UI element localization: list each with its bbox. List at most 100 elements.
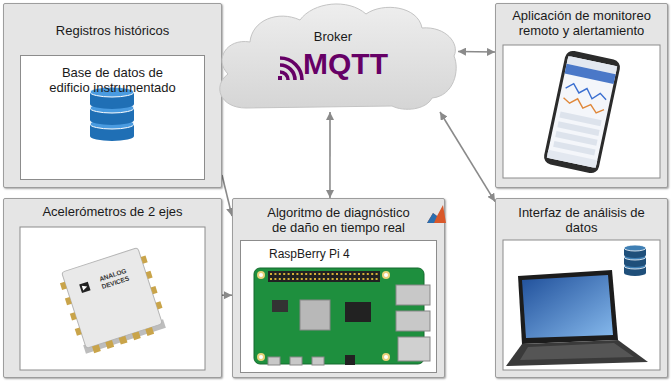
laptop	[522, 275, 613, 338]
image-frame	[503, 45, 660, 178]
box-label: Base de datos de edificio instrumentado	[43, 65, 183, 95]
database-icon	[90, 124, 134, 141]
broker-cloud: BrokerMQTT	[208, 0, 458, 112]
raspberry-pi-board	[257, 353, 265, 361]
sensor-panel: Acelerómetros de 2 ejes	[3, 198, 222, 378]
database-icon	[90, 92, 134, 109]
laptop	[506, 340, 648, 366]
raspberry-pi-board	[259, 355, 263, 359]
smartphone	[547, 56, 618, 168]
raspberry-pi-board	[396, 311, 430, 331]
accelerometer-chip	[132, 331, 141, 340]
database-icon	[624, 266, 646, 276]
accelerometer-chip	[75, 327, 82, 335]
matlab-logo	[427, 213, 437, 223]
smartphone	[567, 56, 618, 74]
smartphone	[565, 64, 616, 84]
connector-arrow	[222, 175, 232, 216]
connector-arrow	[440, 112, 495, 202]
raspberry-pi-board	[290, 357, 302, 365]
image-frame	[503, 240, 660, 370]
accelerometer-chip	[83, 319, 166, 354]
accelerometer-chip	[141, 256, 148, 264]
box-label: RaspBerry Pi 4	[269, 247, 436, 262]
chip-marking: ANALOG DEVICES	[90, 264, 138, 292]
raspberry-pi-board	[272, 300, 288, 312]
laptop	[518, 270, 618, 344]
accelerometer-chip	[119, 336, 128, 345]
accelerometer-chip	[62, 248, 163, 349]
database-icon	[624, 245, 646, 276]
accelerometer-chip	[146, 271, 153, 279]
accelerometer-chip	[60, 282, 67, 290]
raspberry-pi-board	[384, 355, 388, 359]
mqtt-logo-icon	[278, 76, 282, 80]
accelerometer-chip	[82, 284, 88, 290]
database-icon	[90, 87, 134, 97]
accelerometer-chip	[57, 246, 169, 357]
raspberry-pi-board	[345, 302, 371, 322]
panel-heading: Registros históricos	[10, 23, 215, 38]
database-icon	[90, 87, 134, 141]
laptop	[506, 270, 648, 366]
laptop	[520, 343, 634, 360]
raspberry-pi-board	[254, 268, 424, 364]
raspberry-pi-board	[268, 357, 280, 365]
raspberry-pi-board	[396, 285, 430, 305]
database-icon	[90, 103, 134, 113]
accelerometer-chip	[79, 282, 90, 293]
connector-arrow	[458, 51, 495, 53]
raspberry-pi-board	[345, 355, 355, 365]
analysis-panel: Interfaz de análisis de datos	[495, 198, 668, 378]
image-frame	[20, 227, 205, 370]
raspberry-pi-board	[382, 353, 390, 361]
raspberry-pi-board	[384, 273, 388, 277]
mqtt-logo-icon	[280, 58, 302, 80]
matlab-logo	[427, 205, 446, 223]
smartphone	[555, 131, 597, 146]
database-icon	[90, 108, 134, 125]
connector-arrow	[222, 294, 232, 296]
accelerometer-chip	[156, 301, 163, 309]
smartphone	[553, 141, 595, 156]
raspberry-pi-board	[312, 357, 324, 365]
algorithm-panel: Algoritmo de diagnóstico de daño en tiem…	[232, 198, 445, 378]
database-icon	[90, 119, 134, 129]
database-icon	[624, 257, 646, 267]
accelerometer-chip	[70, 312, 77, 320]
connector-arrow	[329, 112, 331, 198]
database-icon	[624, 254, 646, 260]
raspberry-pi-board	[254, 268, 430, 365]
source-panel: Registros históricosBase de datos de edi…	[3, 3, 222, 188]
raspberry-pi-board	[259, 273, 263, 277]
raspberry-pi-board	[270, 278, 378, 280]
accelerometer-chip	[65, 297, 72, 305]
raspberry-pi-board	[268, 271, 380, 282]
smartphone	[543, 49, 622, 174]
board-box: RaspBerry Pi 4	[240, 240, 437, 373]
accelerometer-chip	[145, 327, 154, 336]
raspberry-pi-board	[398, 337, 430, 361]
panel-heading: Acelerómetros de 2 ejes	[10, 204, 215, 219]
raspberry-pi-board	[300, 300, 330, 330]
smartphone	[559, 112, 601, 127]
database-icon	[624, 245, 646, 251]
smartphone	[557, 121, 599, 136]
mqtt-logo-text: MQTT	[303, 48, 458, 80]
panel-heading: Algoritmo de diagnóstico de daño en tiem…	[263, 205, 415, 235]
smartphone	[562, 96, 605, 115]
smartphone	[547, 150, 598, 168]
matlab-logo	[427, 205, 446, 223]
app-panel: Aplicación de monitoreo remoto y alertam…	[495, 3, 668, 188]
database-box: Base de datos de edificio instrumentado	[20, 55, 205, 180]
cloud-label: Broker	[208, 29, 458, 44]
panel-heading: Aplicación de monitoreo remoto y alertam…	[500, 8, 663, 38]
database-icon	[624, 263, 646, 269]
raspberry-pi-board	[270, 273, 378, 275]
raspberry-pi-board	[382, 271, 390, 279]
smartphone	[543, 49, 622, 174]
raspberry-pi-board	[257, 271, 265, 279]
panel-heading: Interfaz de análisis de datos	[507, 205, 657, 235]
accelerometer-chip	[105, 340, 114, 349]
